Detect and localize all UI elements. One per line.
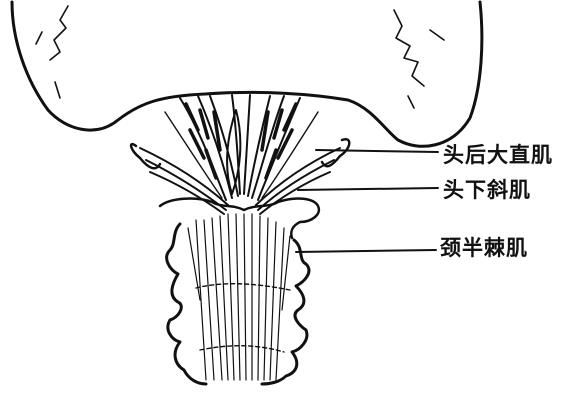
label-semispinalis-cervicis: 颈半棘肌 [440, 232, 528, 262]
label-obliquus-capitis-inferior: 头下斜肌 [443, 174, 531, 204]
cervical-spine-right [262, 240, 309, 384]
leader-line-3 [296, 250, 436, 252]
skull-outline [12, 2, 482, 146]
skull-suture-left [36, 6, 68, 98]
atlas-transverse-right [322, 139, 349, 166]
axis-vertebra [160, 199, 319, 238]
semispinalis-cervicis [188, 214, 290, 380]
segment-line-1 [196, 284, 290, 290]
skull-suture-right [394, 10, 444, 108]
leader-line-2 [298, 188, 438, 190]
label-rectus-capitis-posterior-major: 头后大直肌 [443, 139, 553, 169]
cervical-spine-left [167, 224, 206, 384]
